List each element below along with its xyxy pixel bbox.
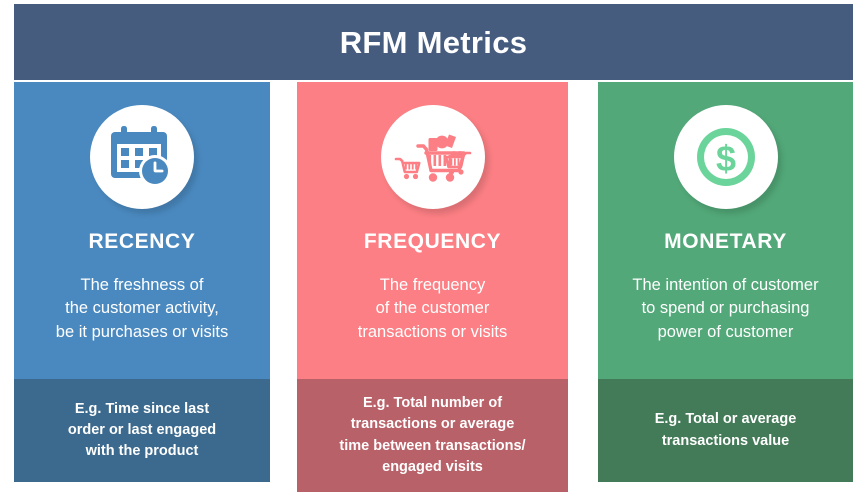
metric-example-recency: E.g. Time since last order or last engag… xyxy=(14,379,270,482)
svg-text:$: $ xyxy=(715,138,735,179)
metric-title-frequency: FREQUENCY xyxy=(363,230,502,253)
calendar-clock-icon xyxy=(109,126,175,188)
metric-title-monetary: MONETARY xyxy=(664,230,787,253)
metric-description-monetary: The intention of customer to spend or pu… xyxy=(632,276,819,341)
metric-example-frequency: E.g. Total number of transactions or ave… xyxy=(297,379,568,492)
metric-body-frequency: FREQUENCY The frequency of the customer … xyxy=(297,82,568,379)
icon-badge-monetary: $ xyxy=(673,105,778,209)
metric-example-monetary: E.g. Total or average transactions value xyxy=(598,379,853,482)
icon-badge-frequency xyxy=(380,105,485,209)
metric-columns: RECENCY The freshness of the customer ac… xyxy=(0,82,867,492)
metric-title-recency: RECENCY xyxy=(88,230,196,253)
metric-column-recency: RECENCY The freshness of the customer ac… xyxy=(14,82,270,482)
metric-column-frequency: FREQUENCY The frequency of the customer … xyxy=(297,82,568,492)
dollar-coin-icon: $ xyxy=(692,123,760,191)
metric-column-monetary: $ MONETARY The intention of customer to … xyxy=(598,82,853,482)
metric-description-frequency: The frequency of the customer transactio… xyxy=(357,276,508,341)
metric-body-monetary: $ MONETARY The intention of customer to … xyxy=(598,82,853,379)
shopping-carts-icon xyxy=(394,126,472,188)
page-title: RFM Metrics xyxy=(339,24,528,60)
metric-body-recency: RECENCY The freshness of the customer ac… xyxy=(14,82,270,379)
icon-badge-recency xyxy=(90,105,194,209)
metric-description-recency: The freshness of the customer activity, … xyxy=(55,276,229,341)
header-banner: RFM Metrics xyxy=(14,4,853,80)
